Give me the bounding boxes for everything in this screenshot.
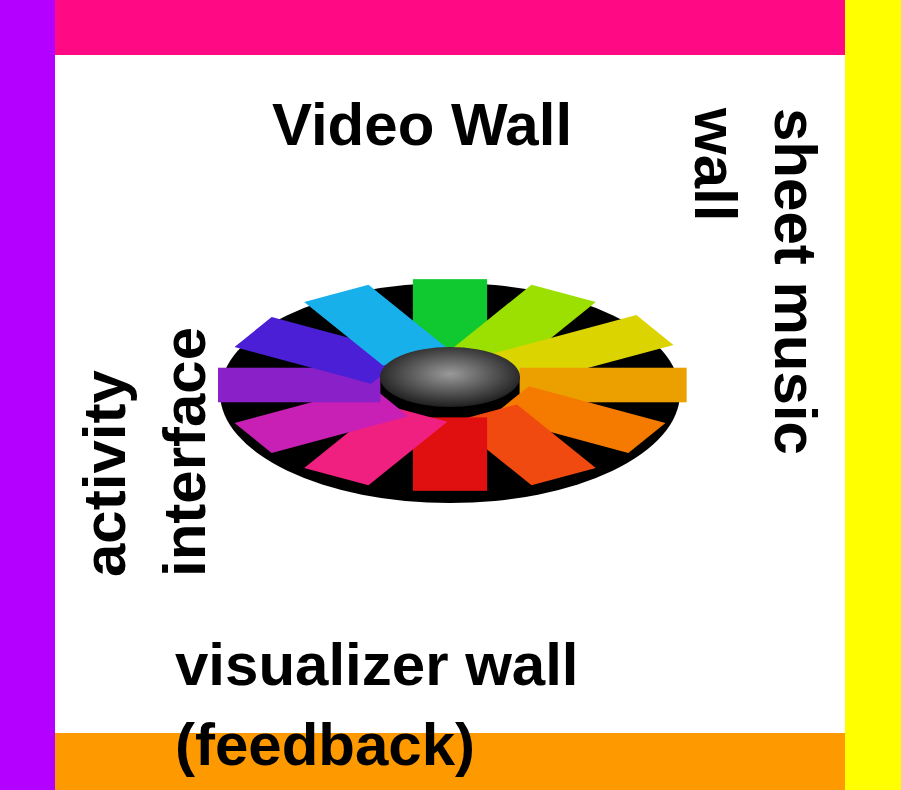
right-wall-bar (845, 0, 901, 790)
wheel-hub (380, 347, 520, 407)
top-wall-bar (55, 0, 845, 55)
wall-label: activity interface (65, 277, 225, 577)
wall-label: Video Wall (272, 85, 572, 165)
wall-label: visualizer wall (feedback) (175, 625, 695, 785)
left-wall-bar (0, 0, 55, 790)
wall-label: sheet music wall (675, 108, 835, 508)
